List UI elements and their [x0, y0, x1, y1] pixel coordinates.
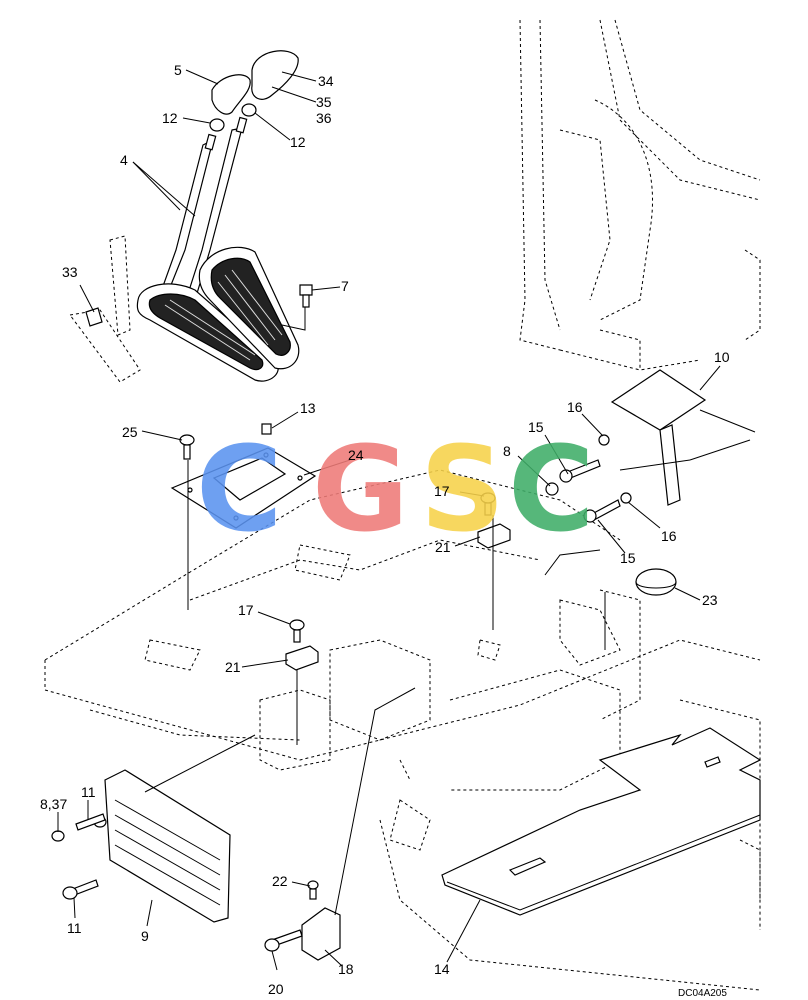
nut-12-left — [209, 118, 225, 132]
callout-20: 20 — [268, 981, 284, 997]
bracket-33 — [85, 307, 103, 327]
callout-5: 5 — [174, 62, 182, 78]
nut-8-37 — [51, 830, 65, 842]
callout-22: 22 — [272, 873, 288, 889]
bracket-10-assembly — [545, 369, 756, 596]
travel-levers-and-pedals — [85, 50, 313, 382]
callout-21b: 21 — [225, 659, 241, 675]
watermark-letter-2: G — [312, 420, 409, 558]
callout-7: 7 — [341, 278, 349, 294]
bolt-25-head — [179, 434, 195, 446]
callout-9: 9 — [141, 928, 149, 944]
callout-33: 33 — [62, 264, 78, 280]
cap-23 — [635, 568, 677, 596]
callout-17b: 17 — [238, 602, 254, 618]
nut-13 — [261, 423, 272, 435]
floor-mat-14 — [441, 727, 762, 916]
callout-34: 34 — [318, 73, 334, 89]
cab-frame-dashed — [44, 19, 761, 991]
floor-plate-24 — [170, 423, 317, 529]
watermark-letter-1: C — [196, 420, 283, 558]
nut-12-right — [241, 103, 257, 117]
callout-11a: 11 — [81, 784, 96, 800]
callout-13: 13 — [300, 400, 316, 416]
side-cover-9 — [51, 769, 231, 923]
bolt-7-head — [299, 284, 313, 296]
callout-16b: 16 — [661, 528, 677, 544]
callout-25: 25 — [122, 424, 138, 440]
callout-15a: 15 — [528, 419, 544, 435]
bolt-8 — [545, 482, 559, 496]
callout-24: 24 — [348, 447, 364, 463]
watermark-letter-3: S — [420, 420, 505, 558]
callout-21a: 21 — [435, 539, 451, 555]
callout-16a: 16 — [567, 399, 583, 415]
bracket-18-assembly — [264, 880, 341, 961]
callout-35: 35 — [316, 94, 332, 110]
lever-grip-left — [211, 74, 251, 115]
lever-grip-right — [251, 50, 299, 100]
callout-4: 4 — [120, 152, 128, 168]
callout-12b: 12 — [290, 134, 306, 150]
callout-23: 23 — [702, 592, 718, 608]
callout-18: 18 — [338, 961, 354, 977]
clips-17-21 — [285, 492, 511, 671]
callout-8: 8 — [503, 443, 511, 459]
drawing-code: DC04A205 — [678, 988, 727, 999]
callouts: 5 34 35 36 12 12 4 33 7 10 13 25 24 16 1… — [40, 62, 730, 997]
callout-17a: 17 — [434, 483, 450, 499]
callout-36: 36 — [316, 110, 332, 126]
callout-8-37: 8,37 — [40, 796, 67, 812]
leader-lines — [57, 69, 721, 971]
watermark: C G S C — [196, 420, 595, 558]
watermark-letter-4: C — [508, 420, 595, 558]
callout-10: 10 — [714, 349, 730, 365]
callout-15b: 15 — [620, 550, 636, 566]
washer-16-top — [598, 434, 610, 446]
callout-12a: 12 — [162, 110, 178, 126]
washer-16-bottom — [620, 492, 632, 504]
callout-11b: 11 — [67, 920, 82, 936]
callout-14: 14 — [434, 961, 450, 977]
